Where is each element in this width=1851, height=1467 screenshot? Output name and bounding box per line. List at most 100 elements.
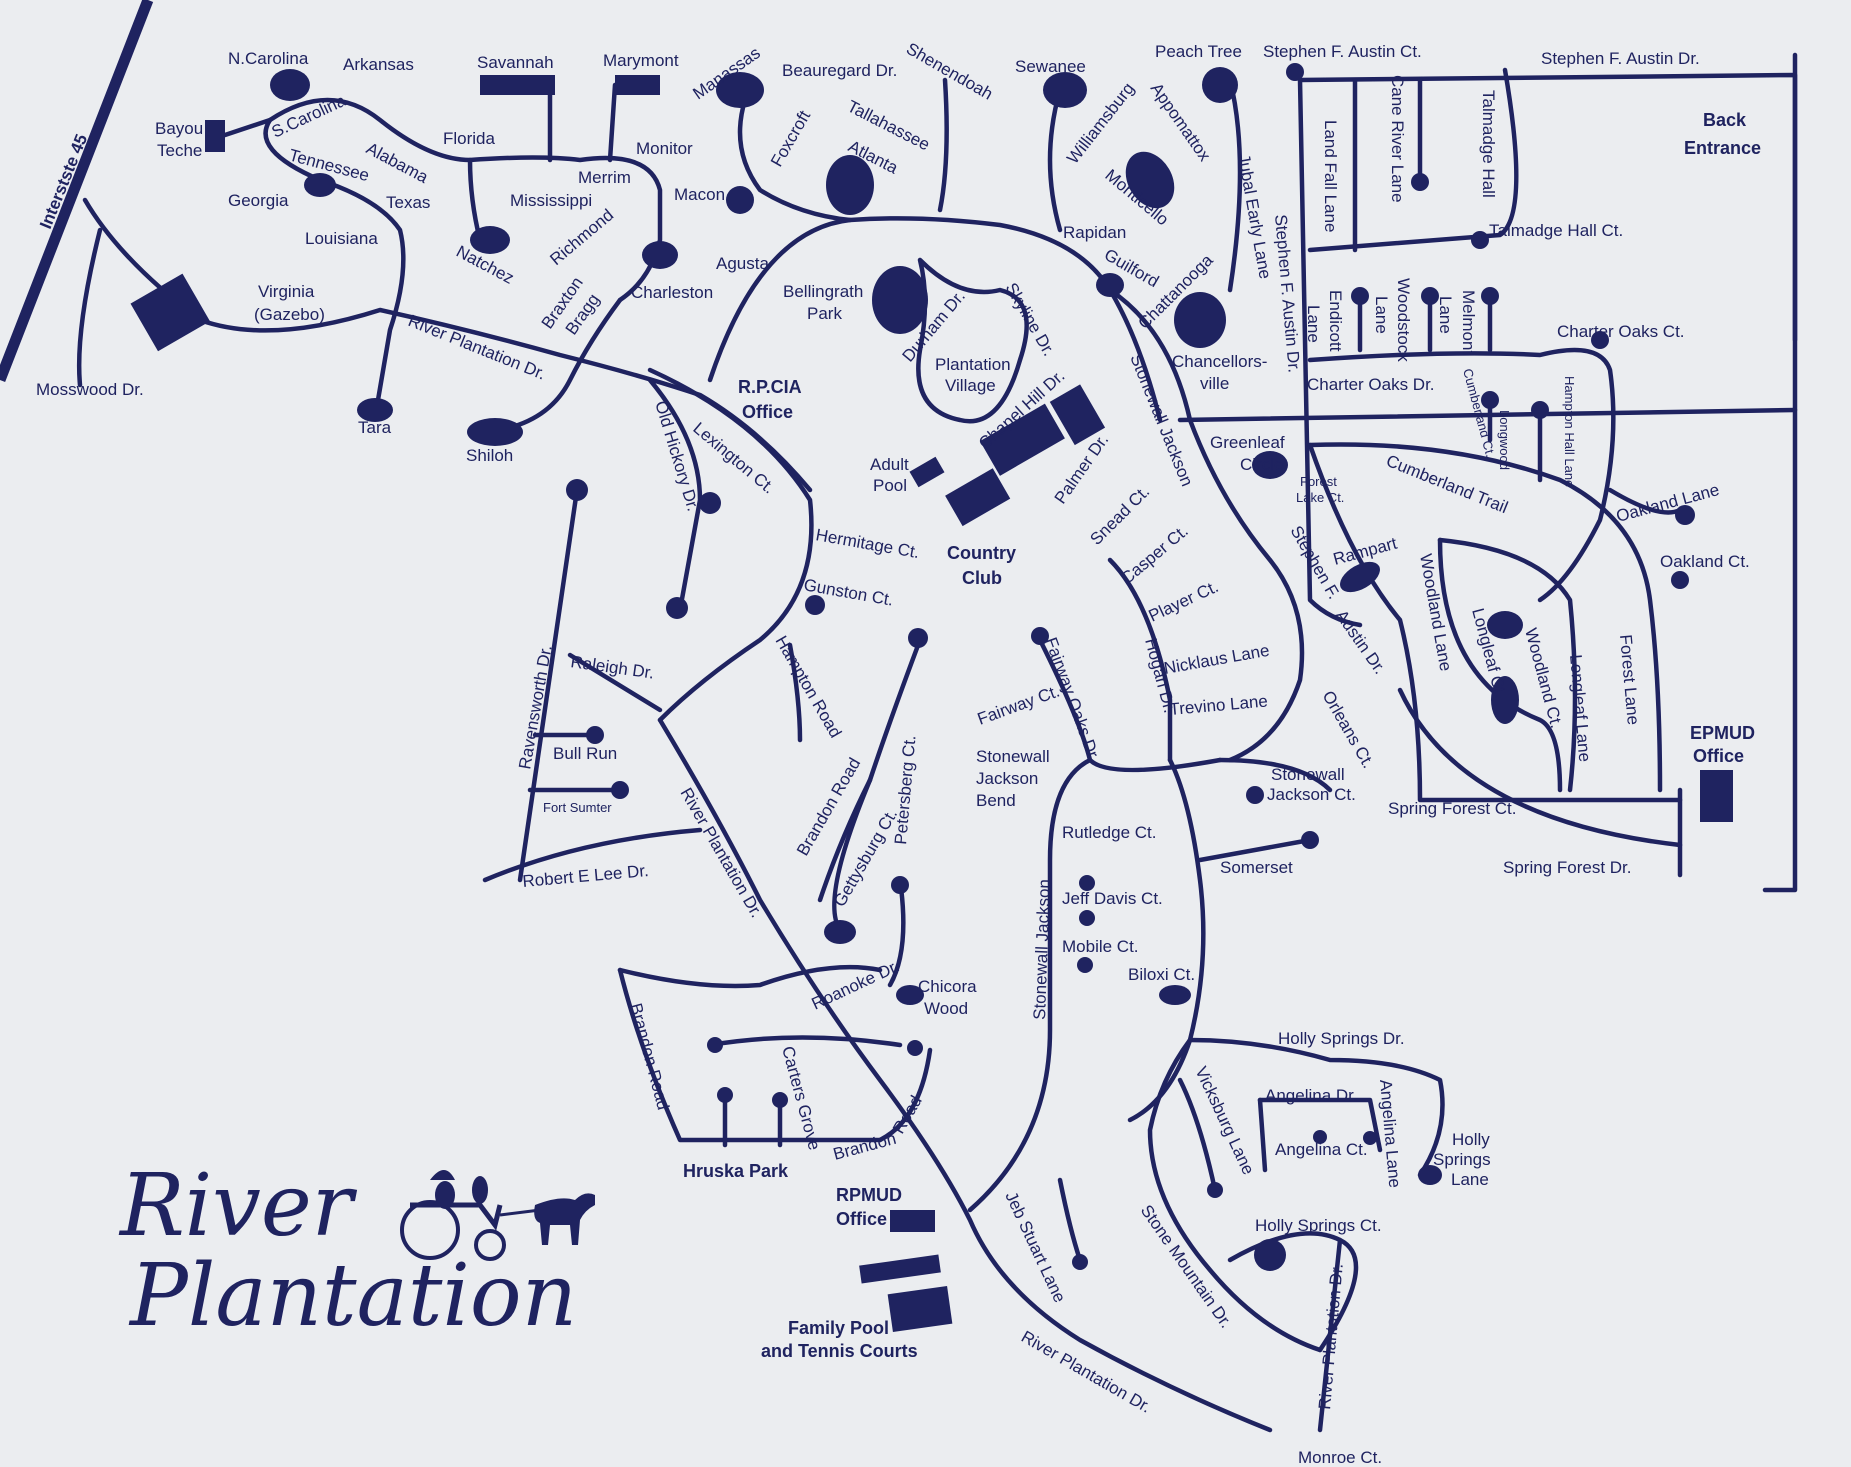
holly-springs-ct-cul-de-sac [1254, 1239, 1286, 1271]
braxton-bragg-road [497, 297, 623, 433]
chattanooga-cul-de-sac [1174, 292, 1226, 348]
holly-springs-lane-cul-de-sac [1418, 1165, 1442, 1185]
title-river: River [118, 1156, 358, 1256]
hampton-hall-label: Hampton Hall Lane [1562, 376, 1577, 487]
virginia-gazebo-marker [130, 273, 210, 352]
foxcroft-road [737, 97, 853, 223]
greenleaf-label-2: Circle [1240, 455, 1283, 474]
shiloh-label: Shiloh [466, 446, 513, 465]
biloxi-label: Biloxi Ct. [1128, 965, 1195, 984]
marymont-label: Marymont [603, 51, 679, 70]
sj-bend-label-2: Jackson [976, 769, 1038, 788]
plantation-village-label-1: Plantation [935, 355, 1011, 374]
shiloh-cul-de-sac [467, 418, 523, 446]
jeb-stuart-label: Jeb Stuart Lane [1001, 1189, 1069, 1306]
marymont-road [607, 82, 618, 163]
casper-label: Casper Ct. [1117, 521, 1191, 588]
agusta-label: Agusta [716, 254, 769, 273]
bellingrath-label-1: Bellingrath [783, 282, 863, 301]
biloxi-road [1127, 757, 1206, 1123]
woodland-loop-road [1437, 537, 1578, 793]
bayou-teche-road [222, 117, 273, 138]
arkansas-label: Arkansas [343, 55, 414, 74]
longleaf-ct-cul-de-sac [1487, 611, 1523, 639]
carriage-logo [400, 1170, 595, 1261]
biloxi-cul-de-sac [1159, 985, 1191, 1005]
tara-cul-de-sac [357, 398, 393, 422]
river-plantation-dr-south-road [657, 717, 1273, 1433]
macon-cul-de-sac [726, 186, 754, 214]
peach-tree-cul-de-sac [1202, 67, 1238, 103]
brandon-road-label-2: Brandon Road [626, 1001, 673, 1112]
somerset-label: Somerset [1220, 858, 1293, 877]
rapidan-label: Rapidan [1063, 223, 1126, 242]
petersberg-road [887, 877, 906, 988]
rampart-cul-de-sac [1340, 561, 1380, 593]
virginia-label-2: (Gazebo) [254, 305, 325, 324]
natchez-cul-de-sac [470, 226, 510, 254]
river-plantation-dr-label-2: River Plantation Dr. [677, 785, 767, 921]
stonewall-jackson-road [1107, 287, 1305, 763]
woodstock-label-1: Woodstock [1394, 278, 1413, 362]
rpmud-label-1: RPMUD [836, 1185, 902, 1205]
chicora-label-1: Chicora [918, 977, 977, 996]
talmadge-hall-ct-label: Talmadge Hall Ct. [1489, 221, 1623, 240]
hogan-road [1107, 557, 1173, 763]
mosswood-dr-road [76, 227, 103, 388]
mosswood-label: Mosswood Dr. [36, 380, 144, 399]
mississippi-loop-road [267, 97, 663, 303]
holly-springs-lane-label-2: Springs [1433, 1150, 1491, 1169]
charleston-cul-de-sac [642, 241, 678, 269]
talmadge-hall-label: Talmadge Hall [1479, 90, 1498, 198]
trevino-label: Trevino Lane [1169, 691, 1269, 719]
shenendoah-label: Shenendoah [903, 39, 996, 104]
charter-oaks-dr-label: Charter Oaks Dr. [1307, 375, 1435, 394]
adult-pool-label-1: Adult [870, 455, 909, 474]
georgia-label: Georgia [228, 191, 289, 210]
raleigh-label: Raleigh Dr. [569, 652, 655, 683]
forest-lake-label-2: Lake Ct. [1296, 490, 1344, 505]
melmont-label-2: Lane [1436, 296, 1455, 334]
brandon-label: Brandon [831, 1129, 898, 1164]
jeb-stuart-road [1057, 1177, 1083, 1263]
texas-label: Texas [386, 193, 430, 212]
vicksburg-road [1177, 1077, 1218, 1193]
holly-springs-lane-label-3: Lane [1451, 1170, 1489, 1189]
north-central-loop-road [707, 216, 1163, 423]
palmer-label: Palmer Dr. [1051, 431, 1113, 508]
monticello-cul-de-sac [1125, 151, 1175, 209]
adult-pool-block [909, 456, 945, 488]
chicora-wood-cul-de-sac [896, 985, 924, 1005]
durham-cul-de-sac [872, 266, 928, 334]
family-pool-block [859, 1254, 941, 1284]
forest-lake-label-1: Forest [1300, 474, 1337, 489]
river-plantation-dr-label-3: River Plantation Dr. [1018, 1327, 1154, 1417]
williamsburg-road [1047, 87, 1063, 233]
chapel-hill-block [1049, 384, 1106, 446]
guilford-cul-de-sac [1096, 273, 1124, 297]
rutledge-label: Rutledge Ct. [1062, 823, 1157, 842]
atlanta-cul-de-sac [826, 155, 874, 215]
vicksburg-label: Vicksburg Lane [1191, 1064, 1258, 1178]
title-plantation: Plantation [128, 1246, 577, 1346]
cumberland-trail-road [1307, 442, 1663, 793]
bayou-teche-marker [205, 120, 225, 152]
stonewall-jackson-label-2: Stonewall Jackson [1030, 879, 1054, 1020]
river-plantation-dr-east-road [1317, 1237, 1343, 1433]
country-club-block-1 [979, 403, 1065, 476]
manassas-cul-de-sac [716, 72, 764, 108]
country-club-block-2 [945, 468, 1011, 527]
country-club-label-2: Club [962, 568, 1002, 588]
tennessee-cul-de-sac [304, 173, 336, 197]
chancellorsville-label-2: ville [1200, 374, 1229, 393]
family-pool-label-2: and Tennis Courts [761, 1341, 918, 1361]
bayou-label-1: Bayou [155, 119, 203, 138]
chancellorsville-label-1: Chancellors- [1172, 352, 1267, 371]
rpmud-office-block [890, 1210, 935, 1232]
gettysburg-cul-de-sac [824, 920, 856, 944]
lexington-label: Lexington Ct. [689, 419, 778, 498]
rpcia-label-1: R.P.CIA [738, 377, 802, 397]
angelina-ct-label: Angelina Ct. [1275, 1140, 1368, 1159]
monroe-label: Monroe Ct. [1298, 1448, 1382, 1467]
